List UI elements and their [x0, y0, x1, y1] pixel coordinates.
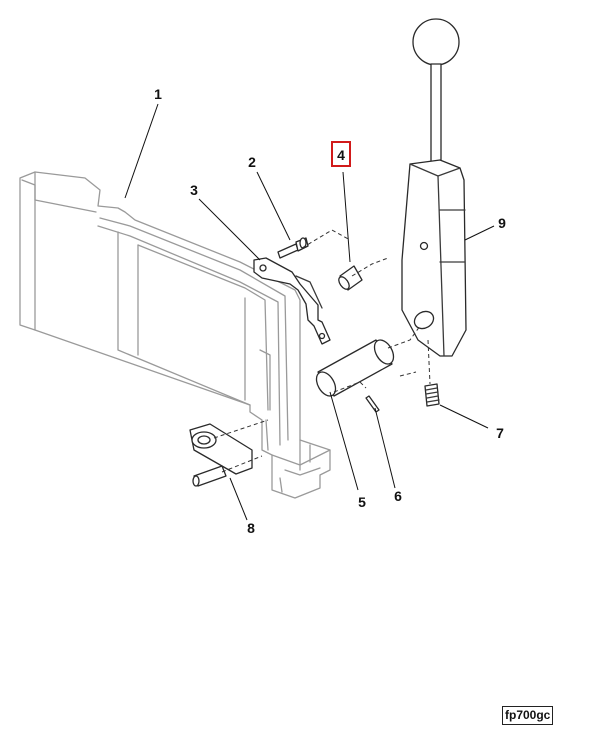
callout-5[interactable]: 5 [358, 494, 366, 510]
callout-7[interactable]: 7 [496, 425, 504, 441]
callout-4[interactable]: 4 [337, 147, 345, 163]
assembly-centerlines [213, 229, 431, 473]
part-3-bracket [253, 257, 331, 345]
callout-4-highlight-box [331, 141, 351, 167]
part-2-bolt [277, 237, 309, 259]
part-8-crank [189, 423, 253, 487]
part-6-roll-pin [365, 395, 380, 413]
drawing-reference-label: fp700gc [502, 706, 554, 725]
part-1-frame [19, 171, 331, 499]
callout-6[interactable]: 6 [394, 488, 402, 504]
callout-3[interactable]: 3 [190, 182, 198, 198]
part-5-shaft [315, 339, 395, 397]
part-9-lever [401, 18, 467, 357]
part-7-set-screw [424, 383, 440, 407]
callout-8[interactable]: 8 [247, 520, 255, 536]
callout-1[interactable]: 1 [154, 86, 162, 102]
part-4-pin [338, 265, 363, 291]
leader-lines [124, 103, 495, 521]
callout-9[interactable]: 9 [498, 215, 506, 231]
callout-2[interactable]: 2 [248, 154, 256, 170]
